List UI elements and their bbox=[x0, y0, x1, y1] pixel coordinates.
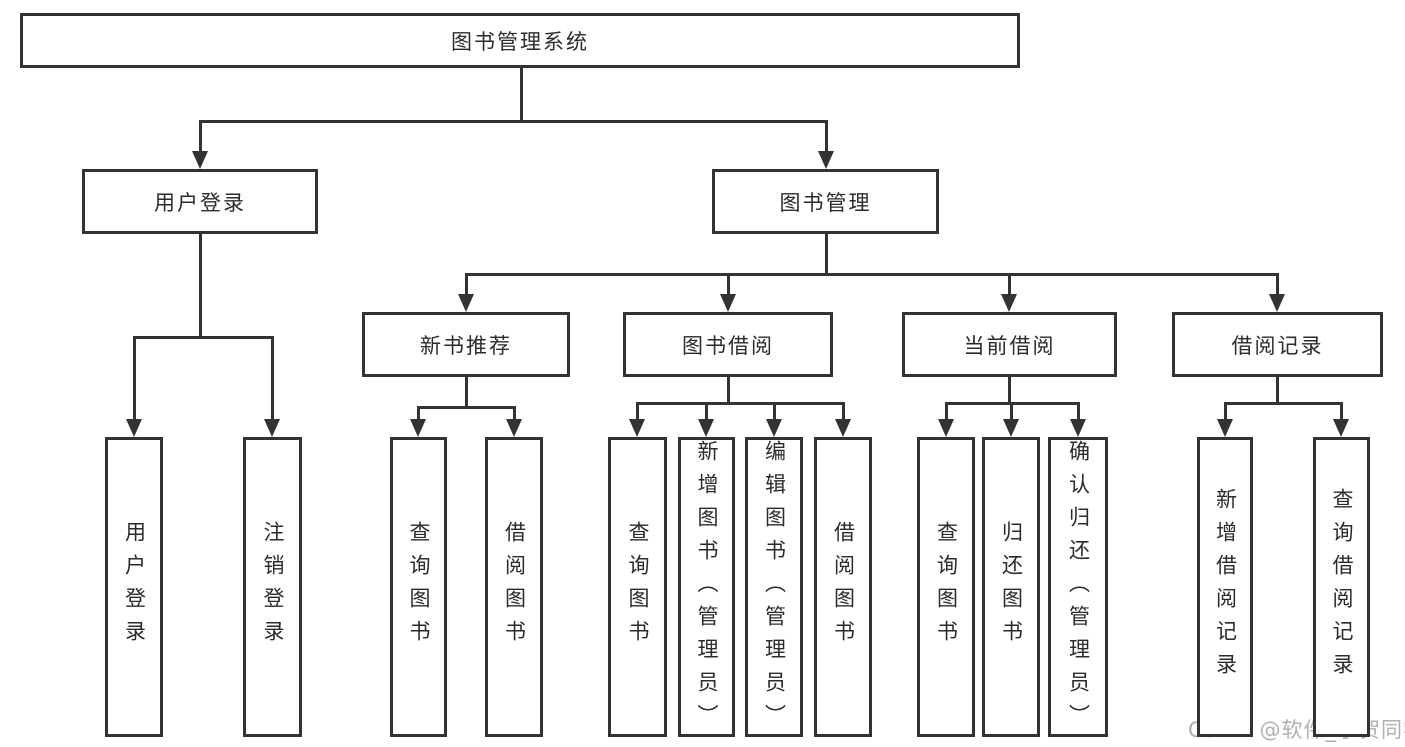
arrow-down-icon bbox=[1070, 419, 1086, 437]
arrow-down-icon bbox=[458, 294, 474, 312]
connector-drop-current-borrow-to-children bbox=[1076, 402, 1080, 419]
connector-drop-records-to-children bbox=[1223, 402, 1227, 419]
arrow-down-icon bbox=[264, 419, 280, 437]
node-borrowing-records: 借阅记录 bbox=[1172, 312, 1383, 377]
connector-drop-book-borrow-to-children bbox=[635, 402, 639, 419]
arrow-down-icon bbox=[1003, 419, 1019, 437]
node-borrow-books-1: 借阅图书 bbox=[485, 437, 543, 737]
connector-drop-book-borrow-to-children bbox=[841, 402, 845, 419]
connector-drop-book-borrow-to-children bbox=[704, 402, 708, 419]
node-return-books: 归还图书 bbox=[982, 437, 1040, 737]
arrow-down-icon bbox=[938, 419, 954, 437]
arrow-down-icon bbox=[1269, 294, 1285, 312]
arrow-down-icon bbox=[766, 419, 782, 437]
connector-drop-book-mgmt-to-level3 bbox=[726, 273, 730, 294]
connector-drop-new-book-to-children bbox=[416, 406, 420, 419]
connector-drop-current-borrow-to-children bbox=[1009, 402, 1013, 419]
node-borrow-books-2: 借阅图书 bbox=[814, 437, 872, 737]
connector-drop-user-login-to-children bbox=[132, 336, 136, 419]
node-system-root: 图书管理系统 bbox=[20, 13, 1020, 68]
node-book-borrowing: 图书借阅 bbox=[623, 312, 833, 377]
connector-stem-root-to-level2 bbox=[519, 68, 523, 123]
connector-drop-book-mgmt-to-level3 bbox=[1007, 273, 1011, 294]
connector-rail-root-to-level2 bbox=[198, 120, 828, 123]
connector-stem-book-mgmt-to-level3 bbox=[824, 234, 828, 276]
node-add-books-admin: 新增图书（管理员） bbox=[678, 437, 735, 737]
connector-drop-new-book-to-children bbox=[512, 406, 516, 419]
arrow-down-icon bbox=[818, 151, 834, 169]
arrow-down-icon bbox=[629, 419, 645, 437]
connector-rail-new-book-to-children bbox=[416, 406, 516, 409]
node-user-login-leaf: 用户登录 bbox=[105, 437, 163, 737]
connector-drop-book-mgmt-to-level3 bbox=[1275, 273, 1279, 294]
node-query-books-1: 查询图书 bbox=[390, 437, 447, 737]
arrow-down-icon bbox=[1001, 294, 1017, 312]
arrow-down-icon bbox=[698, 419, 714, 437]
connector-drop-book-borrow-to-children bbox=[772, 402, 776, 419]
node-current-borrowing: 当前借阅 bbox=[902, 312, 1117, 377]
connector-drop-current-borrow-to-children bbox=[944, 402, 948, 419]
node-edit-books-admin: 编辑图书（管理员） bbox=[745, 437, 803, 737]
connector-stem-new-book-to-children bbox=[464, 377, 468, 409]
connector-rail-book-mgmt-to-level3 bbox=[464, 273, 1279, 276]
node-query-books-2: 查询图书 bbox=[608, 437, 667, 737]
connector-stem-book-borrow-to-children bbox=[726, 377, 730, 405]
arrow-down-icon bbox=[410, 419, 426, 437]
connector-drop-user-login-to-children bbox=[270, 336, 274, 419]
node-book-management: 图书管理 bbox=[712, 169, 939, 234]
connector-rail-user-login-to-children bbox=[132, 336, 274, 339]
arrow-down-icon bbox=[126, 419, 142, 437]
arrow-down-icon bbox=[1333, 419, 1349, 437]
arrow-down-icon bbox=[720, 294, 736, 312]
node-query-borrow-record: 查询借阅记录 bbox=[1313, 437, 1370, 737]
node-confirm-return-admin: 确认归还（管理员） bbox=[1048, 437, 1108, 737]
node-add-borrow-record: 新增借阅记录 bbox=[1197, 437, 1253, 737]
connector-drop-root-to-level2 bbox=[824, 120, 828, 151]
arrow-down-icon bbox=[506, 419, 522, 437]
connector-stem-current-borrow-to-children bbox=[1007, 377, 1011, 405]
connector-rail-records-to-children bbox=[1223, 402, 1343, 405]
connector-stem-user-login-to-children bbox=[198, 234, 202, 339]
arrow-down-icon bbox=[192, 151, 208, 169]
arrow-down-icon bbox=[835, 419, 851, 437]
connector-drop-records-to-children bbox=[1339, 402, 1343, 419]
node-logout: 注销登录 bbox=[243, 437, 302, 737]
connector-stem-records-to-children bbox=[1275, 377, 1279, 405]
arrow-down-icon bbox=[1217, 419, 1233, 437]
node-query-books-3: 查询图书 bbox=[917, 437, 975, 737]
node-user-login: 用户登录 bbox=[82, 169, 318, 234]
connector-drop-book-mgmt-to-level3 bbox=[464, 273, 468, 294]
node-new-book-recommend: 新书推荐 bbox=[362, 312, 570, 377]
connector-drop-root-to-level2 bbox=[198, 120, 202, 151]
connector-rail-book-borrow-to-children bbox=[635, 402, 845, 405]
